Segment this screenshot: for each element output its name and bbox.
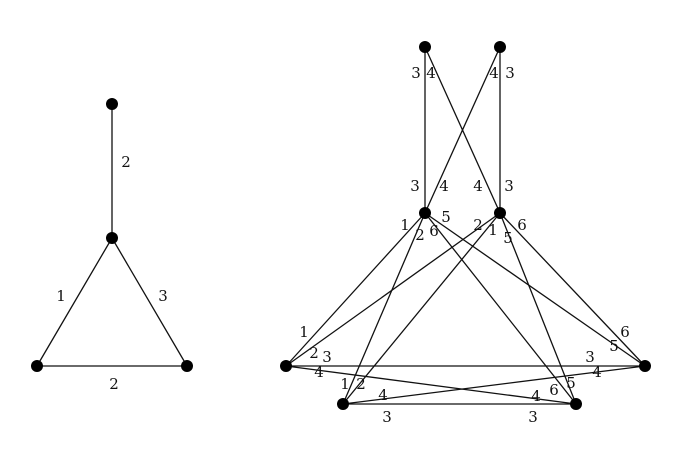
node-m2 [494, 207, 506, 219]
edge-b-d [111, 237, 188, 367]
edge-label-a-b: 2 [121, 153, 131, 171]
node-r2 [570, 398, 582, 410]
small-graph: 2 1 3 2 [31, 98, 193, 393]
edge-label-b-c: 1 [56, 287, 66, 305]
node-l2 [337, 398, 349, 410]
label-t1-m2-bottom: 4 [473, 177, 483, 195]
node-c [31, 360, 43, 372]
node-b [106, 232, 118, 244]
label-m1-l1-top: 1 [400, 216, 410, 234]
edge-m1-l1 [285, 212, 426, 367]
label-l1-r1-left: 3 [322, 348, 332, 366]
label-l1-r2-right: 4 [531, 387, 541, 405]
label-m2-r1-bottom: 6 [620, 323, 630, 341]
label-m2-r1-top: 6 [517, 216, 527, 234]
label-m2-l2-top: 1 [488, 221, 498, 239]
edge-m2-l2 [342, 212, 501, 405]
label-t2-m2-bottom: 3 [504, 177, 514, 195]
edge-label-b-d: 3 [158, 287, 168, 305]
node-a [106, 98, 118, 110]
edge-m1-r1 [424, 212, 646, 367]
edge-b-c [36, 237, 113, 367]
label-t2-m1-top: 4 [489, 64, 499, 82]
label-m1-l2-top: 2 [415, 226, 425, 244]
label-t1-m1-bottom: 3 [410, 177, 420, 195]
label-m1-r1-top: 5 [441, 208, 451, 226]
label-m1-l1-bottom: 1 [299, 323, 309, 341]
label-m1-l2-bottom: 2 [356, 375, 366, 393]
node-t1 [419, 41, 431, 53]
label-l2-r1-right: 4 [592, 363, 602, 381]
large-graph: 3 4 4 3 3 4 4 3 1 2 6 5 2 1 5 6 1 2 3 4 … [280, 41, 651, 426]
edge-m1-l2 [342, 212, 426, 405]
label-l2-r2-left: 3 [382, 408, 392, 426]
edge-m2-r2 [499, 212, 577, 405]
node-d [181, 360, 193, 372]
edge-l1-r2 [285, 365, 577, 405]
node-m1 [419, 207, 431, 219]
edge-t2-m1 [424, 46, 501, 214]
edge-l2-r1 [342, 365, 646, 405]
label-m1-r2-bottom: 6 [549, 381, 559, 399]
label-m1-r1-bottom: 5 [609, 337, 619, 355]
node-l1 [280, 360, 292, 372]
label-t1-m2-top: 4 [426, 64, 436, 82]
label-m2-l2-bottom: 1 [340, 375, 350, 393]
node-r1 [639, 360, 651, 372]
label-m1-r2-top: 6 [429, 222, 439, 240]
label-t2-m2-top: 3 [505, 64, 515, 82]
edge-label-c-d: 2 [109, 375, 119, 393]
label-m2-l1-bottom: 2 [309, 344, 319, 362]
edge-m2-l1 [285, 212, 501, 367]
label-t2-m1-bottom: 4 [439, 177, 449, 195]
label-l1-r2-left: 4 [314, 363, 324, 381]
label-m2-r2-bottom: 5 [566, 374, 576, 392]
label-t1-m1-top: 3 [411, 64, 421, 82]
edge-m1-r2 [424, 212, 577, 405]
label-l1-r1-right: 3 [585, 348, 595, 366]
edge-m2-r1 [499, 212, 646, 367]
label-m2-l1-top: 2 [473, 216, 483, 234]
node-t2 [494, 41, 506, 53]
label-l2-r2-right: 3 [528, 408, 538, 426]
label-m2-r2-top: 5 [503, 229, 513, 247]
label-l2-r1-left: 4 [378, 386, 388, 404]
